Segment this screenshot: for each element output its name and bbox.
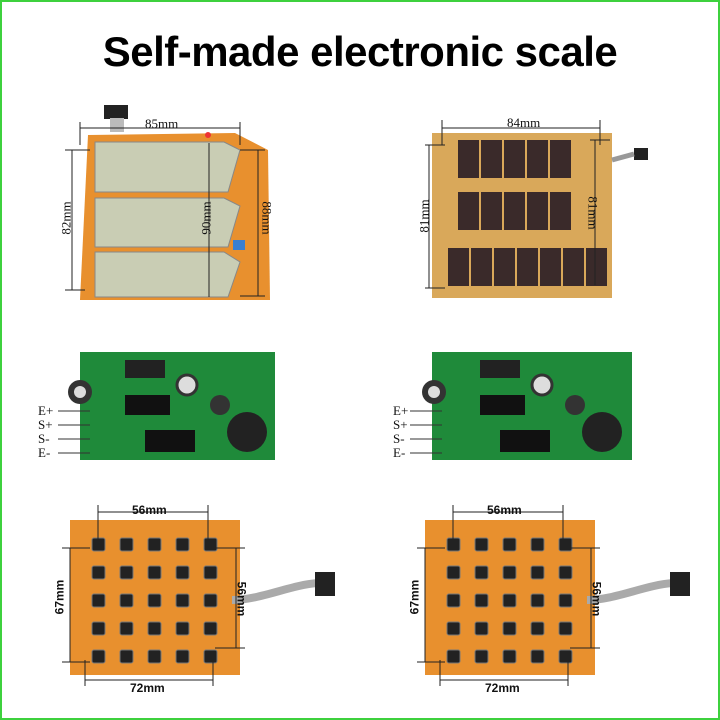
keypad-button xyxy=(558,593,573,608)
keypad-button xyxy=(175,649,190,664)
keypad-button xyxy=(446,565,461,580)
keypad-button xyxy=(530,537,545,552)
keypad-button xyxy=(119,565,134,580)
keypad-button xyxy=(203,565,218,580)
led-digit xyxy=(527,192,548,230)
keypad-button xyxy=(175,537,190,552)
led-digit xyxy=(458,140,479,178)
keypad-button xyxy=(502,593,517,608)
keypad-top-width-label: 56mm xyxy=(132,503,167,517)
keypad-button xyxy=(91,621,106,636)
pin-label-s-minus: S- xyxy=(393,431,405,446)
keypad-height-right-label: 56mm xyxy=(234,581,249,617)
keypad-button xyxy=(147,593,162,608)
keypad-right-graphic xyxy=(417,505,690,686)
led-digit xyxy=(527,140,548,178)
keypad-button xyxy=(147,621,162,636)
led-digit xyxy=(586,248,607,286)
led-digit xyxy=(550,140,571,178)
led-digit xyxy=(481,140,502,178)
keypad-button xyxy=(203,621,218,636)
keypad-button xyxy=(175,593,190,608)
led-digit xyxy=(504,192,525,230)
keypad-button xyxy=(530,565,545,580)
keypad-height-left-label: 67mm xyxy=(52,579,67,615)
pin-label-s-minus: S- xyxy=(38,431,50,446)
keypad-bottom-width-label: 72mm xyxy=(130,681,165,695)
keypad-button xyxy=(446,593,461,608)
keypad-button xyxy=(474,537,489,552)
keypad-button xyxy=(175,565,190,580)
pin-label-e-plus: E+ xyxy=(393,403,409,418)
keypad-button xyxy=(530,649,545,664)
led-digit xyxy=(448,248,469,286)
led-digit xyxy=(471,248,492,286)
keypad-button xyxy=(474,621,489,636)
led-digit xyxy=(494,248,515,286)
keypad-button xyxy=(558,621,573,636)
keypad-button xyxy=(530,593,545,608)
led-digit xyxy=(481,192,502,230)
pin-label-s-plus: S+ xyxy=(393,417,408,432)
keypad-button xyxy=(119,593,134,608)
keypad-button xyxy=(203,537,218,552)
keypad-button xyxy=(502,565,517,580)
keypad-bottom-width-label: 72mm xyxy=(485,681,520,695)
keypad-button xyxy=(502,621,517,636)
led-digit xyxy=(517,248,538,286)
led-digit xyxy=(550,192,571,230)
keypad-button xyxy=(558,649,573,664)
pin-label-e-minus: E- xyxy=(393,445,406,460)
keypad-button xyxy=(474,593,489,608)
keypad-button xyxy=(446,649,461,664)
keypad-button xyxy=(446,621,461,636)
pin-label-e-minus: E- xyxy=(38,445,51,460)
keypad-button xyxy=(147,537,162,552)
led-width-label: 84mm xyxy=(507,115,541,130)
pin-label-s-plus: S+ xyxy=(38,417,53,432)
led-digit xyxy=(540,248,561,286)
keypad-height-right-label: 56mm xyxy=(589,581,604,617)
keypad-button xyxy=(119,621,134,636)
led-digit xyxy=(563,248,584,286)
led-digit xyxy=(458,192,479,230)
page-title: Self-made electronic scale xyxy=(102,28,618,75)
keypad-button xyxy=(175,621,190,636)
keypad-top-width-label: 56mm xyxy=(487,503,522,517)
keypad-button xyxy=(91,565,106,580)
keypad-button xyxy=(502,649,517,664)
keypad-button xyxy=(530,621,545,636)
keypad-button xyxy=(474,565,489,580)
keypad-button xyxy=(558,565,573,580)
keypad-button xyxy=(91,649,106,664)
keypad-button xyxy=(203,593,218,608)
keypad-button xyxy=(119,537,134,552)
lcd-width-label: 85mm xyxy=(145,116,179,131)
keypad-height-left-label: 67mm xyxy=(407,579,422,615)
keypad-button xyxy=(502,537,517,552)
keypad-button xyxy=(119,649,134,664)
keypad-button xyxy=(474,649,489,664)
led-digit xyxy=(504,140,525,178)
keypad-button xyxy=(147,565,162,580)
keypad-button xyxy=(558,537,573,552)
pin-label-e-plus: E+ xyxy=(38,403,54,418)
keypad-button xyxy=(91,593,106,608)
keypad-button xyxy=(203,649,218,664)
keypad-button xyxy=(147,649,162,664)
